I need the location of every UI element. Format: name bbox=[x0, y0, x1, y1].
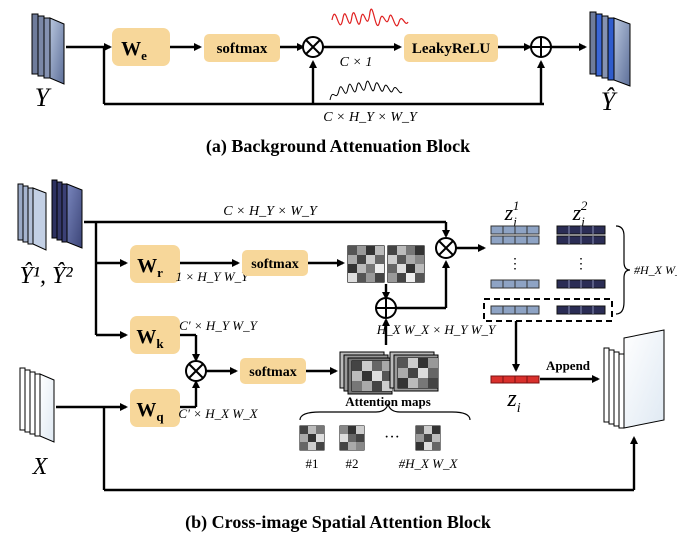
svg-text:Wq: Wq bbox=[136, 399, 164, 424]
svg-text:Wr: Wr bbox=[137, 255, 163, 280]
map-1 bbox=[299, 425, 325, 451]
zi-bar bbox=[490, 375, 540, 384]
map-label-2: #2 bbox=[346, 456, 359, 471]
z1-stripes: ⋮ bbox=[490, 225, 540, 315]
grid-top-2 bbox=[387, 245, 425, 283]
input-y-label: Y bbox=[35, 83, 52, 112]
zi-label: zi bbox=[506, 386, 520, 416]
input-x-stack bbox=[19, 367, 55, 443]
dim-wr: 1 × H_Y W_Y bbox=[176, 269, 250, 284]
z2-stripes: ⋮ bbox=[556, 225, 606, 315]
append-label: Append bbox=[546, 358, 591, 373]
input-x-label: X bbox=[32, 454, 49, 480]
dim-wk: C′ × H_Y W_Y bbox=[179, 318, 258, 333]
output-x-stack bbox=[603, 329, 665, 429]
svg-text:⋮: ⋮ bbox=[574, 257, 588, 272]
softmax-box-b2: softmax bbox=[240, 358, 306, 384]
svg-text:Wk: Wk bbox=[136, 326, 164, 351]
svg-text:softmax: softmax bbox=[251, 257, 298, 272]
caption-a: (a) Background Attenuation Block bbox=[206, 136, 470, 157]
softmax-box-a: softmax bbox=[204, 34, 280, 62]
wk-box: Wk bbox=[130, 316, 180, 354]
black-wave bbox=[329, 80, 403, 101]
matmul-a bbox=[302, 36, 324, 58]
attention-maps-stack bbox=[339, 351, 439, 395]
add-a bbox=[530, 36, 552, 58]
z2-label: zi2 bbox=[572, 198, 588, 229]
part-b: Ŷ¹, Ŷ² C × H_Y × W_Y Wr 1 × H_Y W_Y soft… bbox=[17, 179, 677, 533]
map-label-1: #1 bbox=[306, 456, 319, 471]
wr-box: Wr bbox=[130, 245, 180, 283]
rows-count-label: #H_X W_X bbox=[634, 263, 677, 277]
attention-maps-label: Attention maps bbox=[345, 394, 431, 409]
add-b bbox=[375, 297, 397, 319]
maps-ellipsis: ··· bbox=[384, 429, 400, 446]
map-2 bbox=[339, 425, 365, 451]
map-n bbox=[415, 425, 441, 451]
we-box: We bbox=[112, 28, 170, 66]
red-wave bbox=[331, 8, 409, 27]
wq-box: Wq bbox=[130, 389, 180, 427]
softmax-box-b1: softmax bbox=[242, 250, 308, 276]
rows-brace bbox=[615, 225, 631, 315]
leakyrelu-box: LeakyReLU bbox=[404, 34, 498, 62]
grid-top-1 bbox=[347, 245, 385, 283]
svg-text:⋮: ⋮ bbox=[508, 257, 522, 272]
dim-chw: C × H_Y × W_Y bbox=[323, 110, 419, 125]
part-a: Y We softmax C × 1 Leaky bbox=[31, 8, 631, 157]
svg-text:softmax: softmax bbox=[249, 365, 296, 380]
input-yhat12-stack bbox=[17, 179, 83, 251]
dim-wq: C′ × H_X W_X bbox=[178, 406, 258, 421]
selected-row-box bbox=[483, 298, 613, 322]
caption-b: (b) Cross-image Spatial Attention Block bbox=[185, 512, 491, 533]
matmul-b-top bbox=[435, 237, 457, 259]
input-y-stack bbox=[31, 13, 65, 85]
dim-c1: C × 1 bbox=[340, 55, 373, 70]
z1-label: zi1 bbox=[504, 198, 520, 229]
svg-text:softmax: softmax bbox=[217, 41, 268, 57]
dim-attn: H_X W_X × H_Y W_Y bbox=[376, 322, 497, 337]
dim-top: C × H_Y × W_Y bbox=[223, 204, 319, 219]
svg-text:LeakyReLU: LeakyReLU bbox=[412, 41, 491, 57]
map-label-n: #H_X W_X bbox=[399, 456, 459, 471]
input-top-label: Ŷ¹, Ŷ² bbox=[19, 263, 73, 289]
output-yhat-stack bbox=[589, 11, 631, 87]
attention-brace bbox=[299, 403, 471, 421]
output-yhat-label: Ŷ bbox=[601, 87, 618, 116]
matmul-b-mid bbox=[185, 360, 207, 382]
svg-text:We: We bbox=[121, 38, 147, 63]
